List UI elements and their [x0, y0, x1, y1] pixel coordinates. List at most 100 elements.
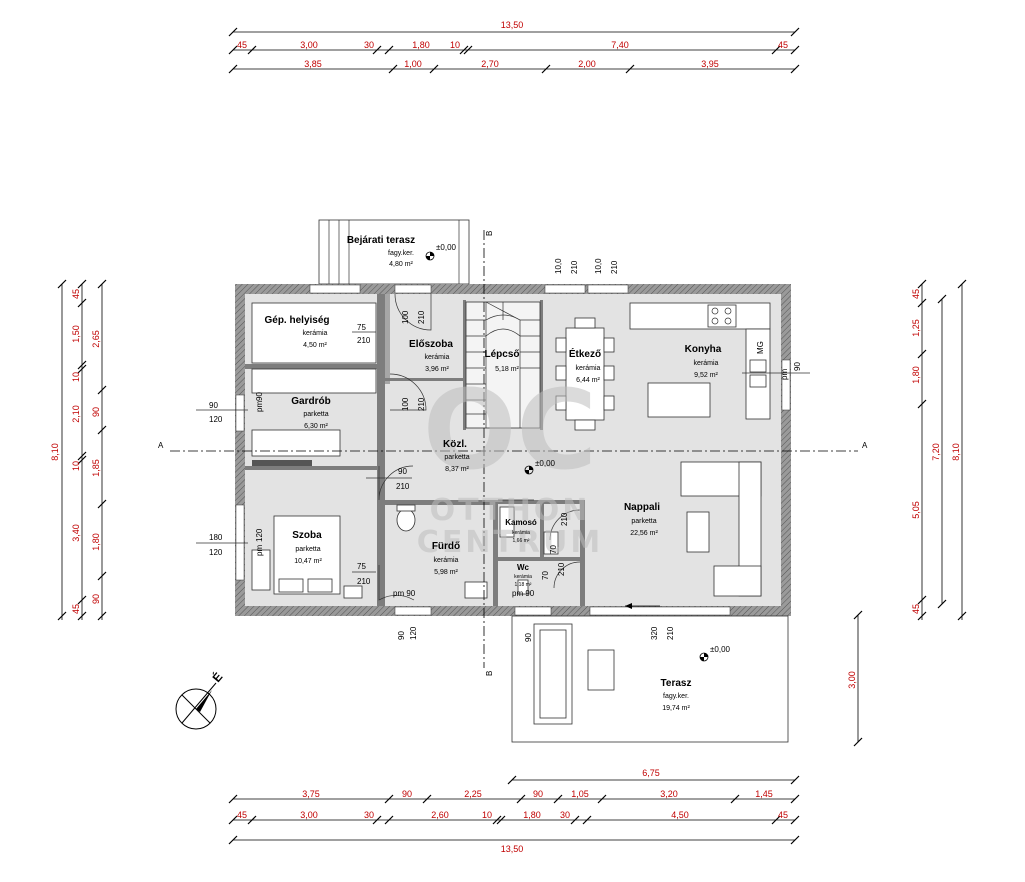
room-kamoso: Kamosó kerámia 1,66 m²: [505, 518, 537, 544]
svg-text:1,18 m²: 1,18 m²: [515, 582, 532, 588]
dim-bot-r3-5: 1,80: [523, 810, 541, 820]
svg-text:pm: pm: [255, 545, 264, 556]
svg-text:Terasz: Terasz: [661, 678, 692, 689]
dim-right-c1-0: 45: [911, 289, 921, 299]
door-swings: [378, 293, 581, 601]
level-marker-terrace: ±0,00: [699, 645, 731, 662]
svg-text:Gép. helyiség: Gép. helyiség: [264, 315, 329, 326]
svg-text:90: 90: [398, 467, 407, 476]
dim-top-r2-4: 3,95: [701, 59, 719, 69]
svg-text:parketta: parketta: [631, 518, 656, 525]
svg-text:parketta: parketta: [444, 454, 469, 461]
svg-text:Közl.: Közl.: [443, 439, 467, 450]
dim-top-r1-2: 30: [364, 40, 374, 50]
svg-text:kerámia: kerámia: [694, 360, 719, 367]
svg-text:22,56 m²: 22,56 m²: [630, 530, 658, 537]
walls: [235, 284, 791, 616]
svg-text:Kamosó: Kamosó: [505, 518, 537, 527]
section-a-left: A: [158, 441, 164, 450]
svg-text:Fürdő: Fürdő: [432, 541, 460, 552]
dim-bot-r2-1: 90: [402, 789, 412, 799]
section-lines: A A B B: [158, 230, 868, 676]
svg-text:parketta: parketta: [295, 546, 320, 553]
svg-text:210: 210: [417, 397, 426, 411]
svg-text:120: 120: [255, 528, 264, 542]
dim-top-r1-3: 1,80: [412, 40, 430, 50]
svg-text:75: 75: [357, 323, 366, 332]
svg-text:210: 210: [570, 260, 579, 274]
dim-bot-r2-5: 3,20: [660, 789, 678, 799]
svg-text:kerámia: kerámia: [434, 557, 459, 564]
dim-left-c1-3: 2,10: [71, 405, 81, 423]
north-arrow-icon: É: [175, 669, 225, 730]
dim-top-r2-3: 2,00: [578, 59, 596, 69]
dim-bot-total: 13,50: [501, 844, 524, 854]
dim-bot-r3-1: 3,00: [300, 810, 318, 820]
svg-text:fagy.ker.: fagy.ker.: [388, 250, 414, 257]
dim-left-c2-1: 90: [91, 407, 101, 417]
dim-top-r1-0: 45: [237, 40, 247, 50]
svg-text:210: 210: [417, 310, 426, 324]
svg-text:100: 100: [401, 397, 410, 411]
svg-text:90: 90: [524, 633, 533, 642]
svg-text:120: 120: [409, 626, 418, 640]
dim-top-r1-5: 7,40: [611, 40, 629, 50]
svg-text:8,37 m²: 8,37 m²: [445, 466, 469, 473]
svg-text:210: 210: [396, 482, 410, 491]
svg-text:Gardrób: Gardrób: [291, 396, 330, 407]
dimensions-right: 45 1,25 1,80 5,05 45 7,20 8,10 3,00: [847, 279, 967, 747]
svg-text:Bejárati terasz: Bejárati terasz: [347, 235, 415, 246]
svg-text:75: 75: [357, 562, 366, 571]
svg-text:320: 320: [650, 626, 659, 640]
dim-top-r2-0: 3,85: [304, 59, 322, 69]
svg-text:pm: pm: [255, 401, 264, 412]
svg-text:210: 210: [666, 626, 675, 640]
room-kozl: Közl. parketta 8,37 m²: [443, 439, 470, 473]
svg-text:210: 210: [357, 577, 371, 586]
svg-text:5,18 m²: 5,18 m²: [495, 366, 519, 373]
svg-text:9,52 m²: 9,52 m²: [694, 372, 718, 379]
svg-text:210: 210: [357, 336, 371, 345]
svg-text:MG: MG: [756, 341, 765, 354]
svg-text:1,66 m²: 1,66 m²: [513, 538, 530, 544]
svg-text:70: 70: [549, 545, 558, 554]
svg-text:6,30 m²: 6,30 m²: [304, 423, 328, 430]
dim-top-r1-6: 45: [778, 40, 788, 50]
dim-left-c2-3: 1,80: [91, 533, 101, 551]
watermark-logo: OC: [423, 366, 597, 494]
svg-text:Étkező: Étkező: [569, 347, 601, 360]
dim-bot-r2-2: 2,25: [464, 789, 482, 799]
level-marker-interior: ±0,00: [524, 459, 556, 475]
svg-text:kerámia: kerámia: [514, 574, 532, 580]
dim-top-total: 13,50: [501, 20, 524, 30]
dim-left-c2-2: 1,85: [91, 459, 101, 477]
svg-text:±0,00: ±0,00: [436, 243, 457, 252]
svg-text:±0,00: ±0,00: [535, 459, 556, 468]
level-marker-entry: ±0,00: [425, 243, 457, 261]
svg-text:100: 100: [401, 310, 410, 324]
svg-text:Szoba: Szoba: [292, 530, 322, 541]
watermark-line1: OTTHON: [430, 493, 591, 528]
dim-left-c1-4: 10: [71, 461, 81, 471]
section-b-bottom: B: [485, 671, 494, 676]
svg-text:70: 70: [541, 571, 550, 580]
svg-text:Konyha: Konyha: [685, 344, 722, 355]
svg-text:5,98 m²: 5,98 m²: [434, 569, 458, 576]
svg-text:4,50 m²: 4,50 m²: [303, 342, 327, 349]
dim-right-c1-1: 1,25: [911, 319, 921, 337]
dim-left-c1-6: 45: [71, 604, 81, 614]
svg-text:kerámia: kerámia: [512, 530, 530, 536]
svg-text:90: 90: [397, 631, 406, 640]
svg-text:pm: pm: [780, 369, 789, 380]
dim-bot-r3-8: 45: [778, 810, 788, 820]
svg-text:kerámia: kerámia: [576, 365, 601, 372]
